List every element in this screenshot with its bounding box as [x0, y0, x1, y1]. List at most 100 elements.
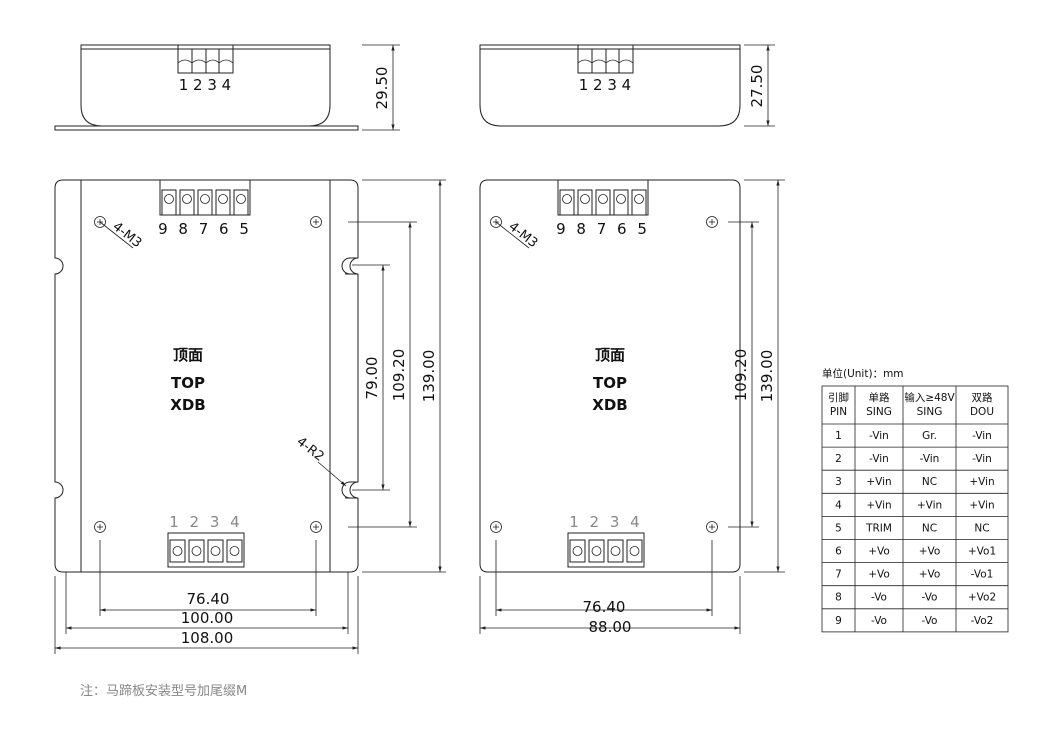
dim-height: 139.00: [758, 350, 776, 403]
terminal-screw-icon: [218, 194, 228, 204]
table-cell: NC: [922, 476, 937, 488]
table-cell: +Vo: [868, 546, 890, 558]
dim-hole-vertical: 109.20: [732, 349, 750, 402]
table-cell: -Vo: [922, 615, 938, 627]
table-cell: +Vo: [919, 569, 941, 581]
terminal-cell: [613, 189, 629, 216]
pin-table: 单位(Unit)：mm 引脚PIN单路SING输入≥48VSING双路DOU1-…: [821, 367, 1009, 633]
table-border: [821, 385, 1009, 633]
mounting-hole-icon: [94, 216, 322, 533]
table-cell: +Vin: [917, 499, 942, 511]
terminal-cell: [559, 189, 575, 216]
table-cell: +Vo: [919, 546, 941, 558]
table-cell: +Vo: [868, 569, 890, 581]
table-cell: -Vin: [869, 430, 889, 442]
output-connector: [557, 179, 649, 216]
side-view-left: 1 2 3 4 29.50: [54, 44, 400, 131]
radius-label: 4-R2: [294, 434, 327, 464]
table-header: SING: [866, 406, 892, 418]
mounting-hole-circle: [94, 521, 106, 533]
terminal-screw-icon: [591, 546, 602, 556]
terminal-cell: [631, 189, 647, 216]
table-header: 引脚: [828, 391, 849, 404]
mounting-hole-circle: [310, 521, 322, 533]
unit-label: 单位(Unit)：mm: [822, 367, 904, 380]
dim-hole-vertical: 109.20: [390, 349, 408, 402]
table-cell: +Vin: [866, 476, 891, 488]
table-cell: -Vin: [972, 430, 992, 442]
face-label-en: TOP: [593, 374, 627, 392]
table-cell: NC: [974, 522, 989, 534]
table-cell: 7: [835, 569, 842, 581]
mounting-hole-circle: [706, 521, 718, 533]
mounting-hole-icon: [490, 216, 718, 533]
terminal-cell: [207, 539, 224, 563]
connector-side: [177, 44, 234, 74]
terminal-screw-icon: [598, 194, 608, 204]
terminal-cell: [595, 189, 611, 216]
table-cell: -Vo: [922, 592, 938, 604]
terminal-screw-icon: [182, 194, 192, 204]
terminal-screw-icon: [610, 546, 621, 556]
table-header: 单路: [869, 391, 890, 404]
table-cell: +Vo1: [968, 546, 996, 558]
terminal-screw-icon: [200, 194, 210, 204]
input-pin-labels: 1 2 3 4: [169, 513, 242, 531]
dim-height-left: 29.50: [373, 67, 391, 110]
table-cell: -Vo: [871, 615, 887, 627]
dim-height-right: 27.50: [748, 65, 766, 108]
mounting-hole-circle: [490, 216, 502, 228]
table-cell: 1: [835, 430, 842, 442]
terminal-screw-icon: [634, 194, 644, 204]
table-header: DOU: [970, 406, 994, 418]
table-cell: NC: [922, 522, 937, 534]
table-cell: 5: [835, 522, 842, 534]
side-pin-labels: 1 2 3 4: [179, 76, 231, 94]
terminal-cell: [179, 189, 195, 216]
face-label-cn: 顶面: [595, 346, 625, 364]
terminal-cell: [161, 189, 177, 216]
table-cell: 3: [835, 476, 842, 488]
terminal-cell: [569, 539, 586, 563]
table-cell: 2: [835, 453, 842, 465]
dim-width: 108.00: [181, 629, 234, 647]
table-cell: -Vin: [920, 453, 940, 465]
face-label-en: TOP: [171, 374, 205, 392]
mount-hole-label: 4-M3: [506, 219, 541, 251]
table-cell: -Vo1: [971, 569, 994, 581]
terminal-cell: [577, 189, 593, 216]
terminal-screw-icon: [236, 194, 246, 204]
table-cell: 9: [835, 615, 842, 627]
model-label: XDB: [592, 396, 627, 414]
side-view-right: 1 2 3 4 27.50: [479, 44, 775, 127]
terminal-screw-icon: [191, 546, 202, 556]
terminal-screw-icon: [164, 194, 174, 204]
terminal-screw-icon: [210, 546, 221, 556]
table-cell: +Vo2: [968, 592, 996, 604]
table-cell: 4: [835, 499, 842, 511]
terminal-screw-icon: [616, 194, 626, 204]
side-pin-labels: 1 2 3 4: [579, 76, 631, 94]
terminal-cell: [588, 539, 605, 563]
dim-height: 139.00: [420, 350, 438, 403]
table-header: PIN: [830, 406, 847, 418]
table-header: 双路: [972, 391, 993, 404]
terminal-screw-icon: [580, 194, 590, 204]
table-cell: +Vin: [866, 499, 891, 511]
dim-body-width: 100.00: [181, 609, 234, 627]
terminal-screw-icon: [562, 194, 572, 204]
face-label-cn: 顶面: [173, 346, 203, 364]
table-cell: +Vin: [969, 476, 994, 488]
terminal-cell: [188, 539, 205, 563]
terminal-cell: [197, 189, 213, 216]
table-cell: -Vin: [972, 453, 992, 465]
connector-side: [577, 44, 634, 74]
terminal-screw-icon: [629, 546, 640, 556]
dim-hole-horizontal: 76.40: [583, 598, 626, 616]
terminal-cell: [607, 539, 624, 563]
mounting-hole-circle: [310, 216, 322, 228]
input-connector: [567, 532, 645, 568]
dim-hole-horizontal: 76.40: [187, 590, 230, 608]
table-cell: TRIM: [865, 522, 892, 534]
